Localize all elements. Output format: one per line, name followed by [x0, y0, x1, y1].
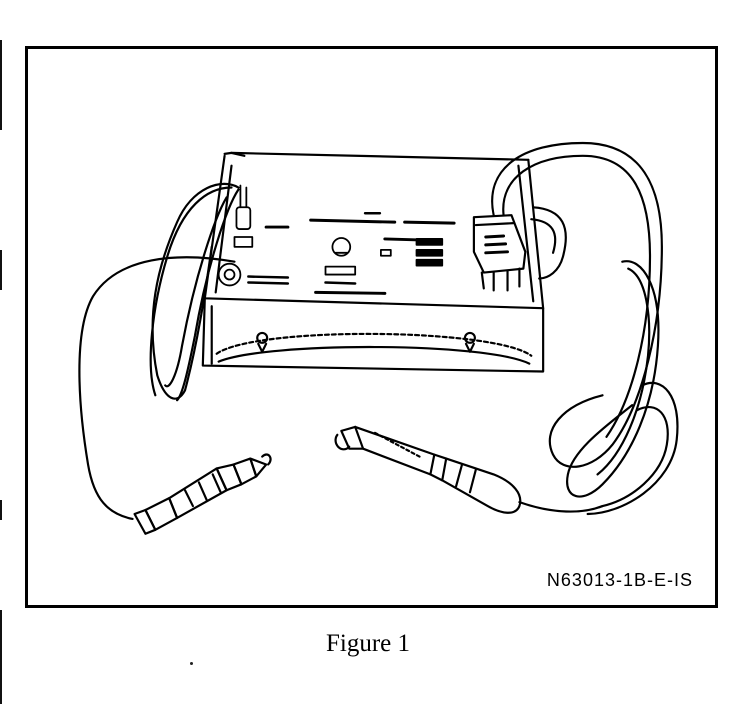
scan-edge-mark	[0, 250, 2, 290]
power-cord	[78, 182, 240, 521]
figure-frame: N63013-1B-E-IS	[25, 46, 718, 608]
scan-edge-mark	[0, 500, 2, 520]
scan-edge-mark	[0, 40, 2, 130]
part-number-label: N63013-1B-E-IS	[546, 570, 693, 590]
scan-edge-mark	[0, 610, 2, 704]
panel-controls	[217, 184, 456, 295]
probe-cable-coil	[491, 141, 679, 516]
tester-case	[201, 151, 567, 373]
figure-caption: Figure 1	[325, 630, 411, 657]
lighter-plug	[133, 453, 272, 535]
scan-speck	[190, 662, 193, 665]
handheld-probe	[334, 425, 604, 514]
probe-holder	[472, 214, 527, 292]
tester-illustration	[78, 141, 679, 535]
